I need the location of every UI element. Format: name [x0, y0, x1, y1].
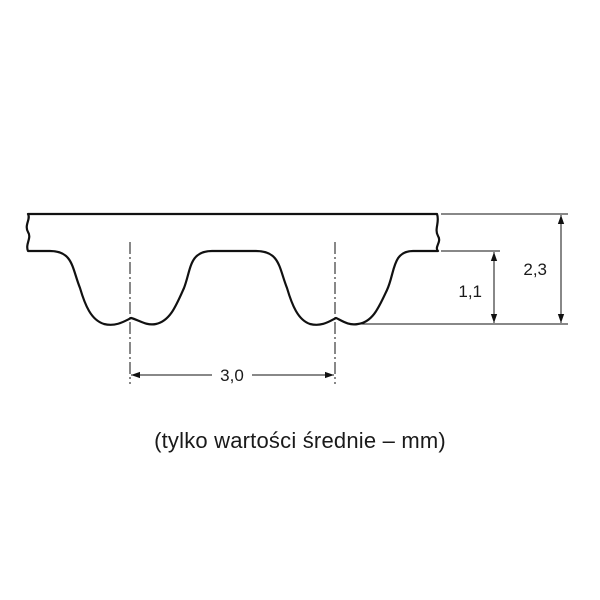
units-caption: (tylko wartości średnie – mm): [154, 428, 446, 453]
tooth-height-label: 1,1: [458, 282, 482, 301]
total-height-label: 2,3: [523, 260, 547, 279]
pitch-label: 3,0: [220, 366, 244, 385]
belt-outline: [25, 212, 441, 326]
